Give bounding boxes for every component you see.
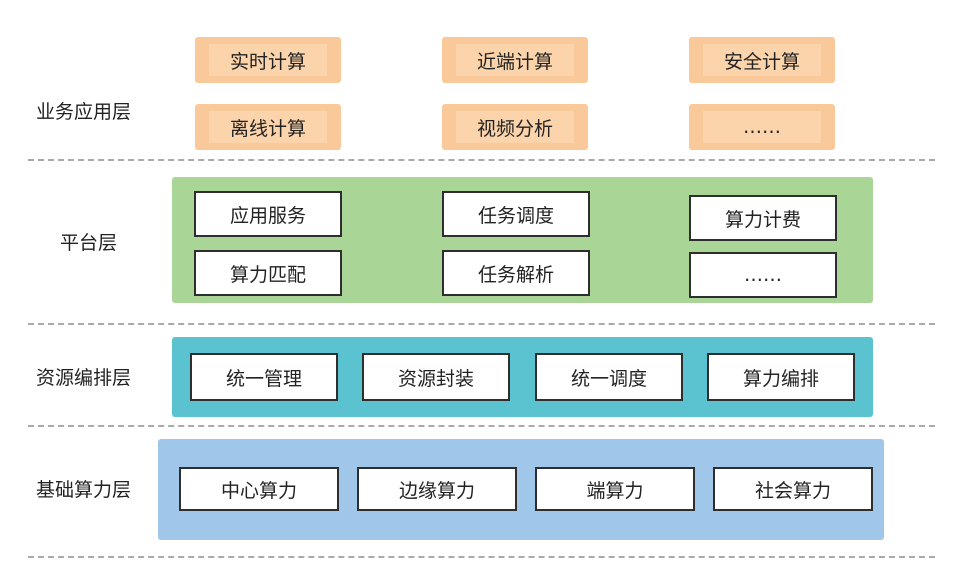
platform-layer-label: 平台层 xyxy=(60,232,118,254)
app-box-label: 安全计算 xyxy=(703,44,821,76)
infrastructure-box-social-computing: 社会算力 xyxy=(713,467,873,511)
app-box-near-end-computing: 近端计算 xyxy=(442,37,588,83)
app-box-label: 视频分析 xyxy=(456,111,574,143)
platform-box-task-scheduling: 任务调度 xyxy=(442,191,590,237)
app-box-label: 实时计算 xyxy=(209,44,327,76)
divider-orchestration-infrastructure xyxy=(28,425,935,427)
application-layer-label: 业务应用层 xyxy=(36,101,132,123)
platform-box-application-service: 应用服务 xyxy=(194,191,342,237)
platform-box-computing-matching: 算力匹配 xyxy=(194,250,342,296)
orchestration-box-resource-encapsulation: 资源封装 xyxy=(362,353,510,401)
orchestration-box-unified-management: 统一管理 xyxy=(190,353,338,401)
app-box-label: 近端计算 xyxy=(456,44,574,76)
orchestration-layer-label: 资源编排层 xyxy=(36,367,132,389)
app-box-secure-computing: 安全计算 xyxy=(689,37,835,83)
orchestration-box-unified-scheduling: 统一调度 xyxy=(535,353,683,401)
platform-box-task-parsing: 任务解析 xyxy=(442,250,590,296)
platform-box-more: …… xyxy=(689,252,837,298)
app-box-label: …… xyxy=(703,111,821,143)
app-box-more: …… xyxy=(689,104,835,150)
app-box-video-analysis: 视频分析 xyxy=(442,104,588,150)
divider-platform-orchestration xyxy=(28,323,935,325)
app-box-realtime-computing: 实时计算 xyxy=(195,37,341,83)
infrastructure-layer-label: 基础算力层 xyxy=(36,479,132,501)
divider-application-platform xyxy=(28,159,935,161)
divider-bottom xyxy=(28,556,935,558)
infrastructure-box-edge-computing: 边缘算力 xyxy=(357,467,517,511)
app-box-label: 离线计算 xyxy=(209,111,327,143)
platform-box-computing-billing: 算力计费 xyxy=(689,195,837,241)
infrastructure-box-terminal-computing: 端算力 xyxy=(535,467,695,511)
orchestration-box-computing-orchestration: 算力编排 xyxy=(707,353,855,401)
app-box-offline-computing: 离线计算 xyxy=(195,104,341,150)
infrastructure-box-center-computing: 中心算力 xyxy=(179,467,339,511)
